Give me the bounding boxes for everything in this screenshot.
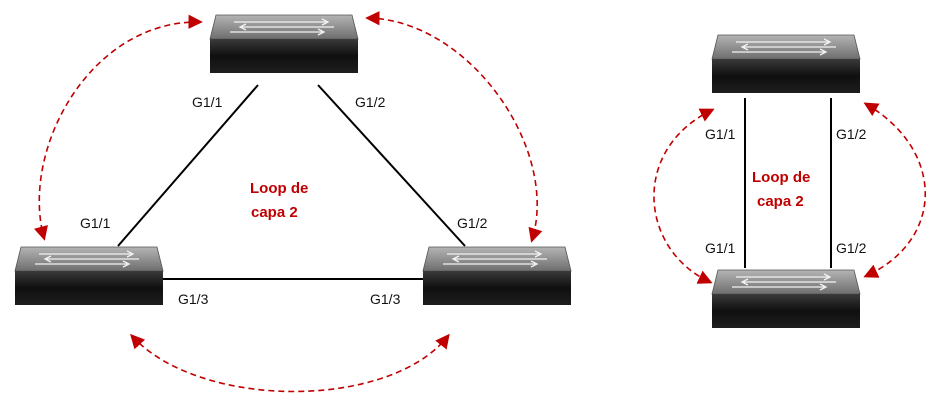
dashed-bidirectional-arrow-icon [34,14,203,241]
port-label-right-bottom: G1/3 [370,291,401,307]
port-label-left-top: G1/1 [80,215,111,231]
link-top-to-left [117,84,259,247]
port-label-left-bottom: G1/3 [178,291,209,307]
loop-label-line1: Loop de [250,180,308,197]
network-switch-icon [711,34,861,94]
network-switch-icon [14,246,164,306]
port-label-top-left: G1/1 [192,94,223,110]
port-label-right-top: G1/2 [457,215,488,231]
port-label-top-right: G1/2 [836,126,867,142]
port-label-top-left: G1/1 [705,126,736,142]
left-topology: G1/1 G1/2 G1/1 G1/2 G1/3 G1/3 Loop de ca… [14,11,572,393]
link-top-to-right [317,84,466,247]
loop-label-line1: Loop de [752,169,810,186]
port-label-bottom-right: G1/2 [836,240,867,256]
network-switch-icon [711,269,861,329]
dashed-bidirectional-arrow-icon [365,11,543,243]
loop-label-line2: capa 2 [757,193,804,210]
port-label-bottom-left: G1/1 [705,240,736,256]
network-switch-icon [209,14,359,74]
network-switch-icon [422,246,572,306]
dashed-bidirectional-arrow-icon [653,108,715,284]
port-label-top-right: G1/2 [355,94,386,110]
dashed-bidirectional-arrow-icon [130,333,450,393]
loop-label-line2: capa 2 [251,204,298,221]
right-topology: G1/1 G1/2 G1/1 G1/2 Loop de capa 2 [653,34,926,329]
dashed-bidirectional-arrow-icon [863,102,926,278]
